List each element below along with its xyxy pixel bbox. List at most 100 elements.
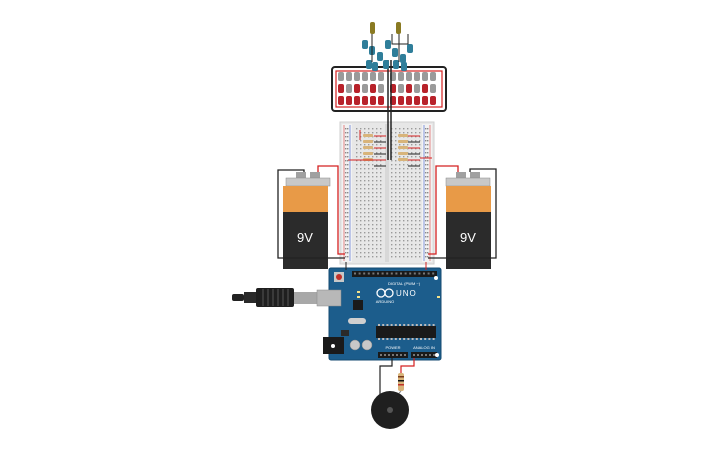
battery-right[interactable]: 9V [445, 172, 491, 269]
hole [395, 256, 397, 258]
hole [395, 152, 397, 154]
led [398, 72, 404, 81]
hole [407, 220, 409, 222]
hole [360, 208, 362, 210]
led [338, 96, 344, 105]
led [422, 96, 428, 105]
top-leds[interactable] [362, 22, 413, 71]
hole [347, 180, 349, 182]
pin [407, 324, 410, 326]
hole [403, 144, 405, 146]
buzzer-circuit[interactable] [371, 358, 415, 429]
hole [364, 196, 366, 198]
hole [376, 132, 378, 134]
hole [364, 252, 366, 254]
pin [386, 272, 389, 275]
hole [399, 144, 401, 146]
hole [368, 240, 370, 242]
hole [395, 232, 397, 234]
hole [425, 184, 427, 186]
hole [360, 256, 362, 258]
hole [364, 200, 366, 202]
hole [356, 236, 358, 238]
ridge [272, 289, 274, 306]
pin [386, 324, 389, 326]
hole [427, 220, 429, 222]
hole [380, 164, 382, 166]
pin [420, 338, 422, 340]
hole [360, 176, 362, 178]
pin [354, 272, 356, 275]
hole [356, 152, 358, 154]
hole [419, 144, 421, 146]
led [370, 72, 376, 81]
hole [407, 172, 409, 174]
hole [415, 212, 417, 214]
logo-infinity-right [384, 288, 394, 298]
led-blue [407, 44, 413, 53]
hole [425, 244, 427, 246]
hole [395, 220, 397, 222]
hole [411, 252, 413, 254]
hole [372, 228, 374, 230]
hole [395, 244, 397, 246]
hole [347, 256, 349, 258]
hole [380, 180, 382, 182]
hole [345, 256, 347, 258]
hole [360, 216, 362, 218]
hole [407, 196, 409, 198]
pin [415, 338, 418, 340]
hole [427, 200, 429, 202]
hole [368, 244, 370, 246]
hole [345, 216, 347, 218]
led [430, 96, 436, 105]
hole [380, 232, 382, 234]
hole [415, 176, 417, 178]
hole [380, 136, 382, 138]
hole [407, 132, 409, 134]
hole [391, 160, 393, 162]
resistor [398, 140, 408, 143]
led [414, 72, 420, 81]
hole [356, 244, 358, 246]
hole [391, 240, 393, 242]
hole [380, 204, 382, 206]
hole [427, 244, 429, 246]
hole [360, 204, 362, 206]
hole [364, 240, 366, 242]
hole [399, 172, 401, 174]
hole [403, 180, 405, 182]
hole [399, 128, 401, 130]
resistor [363, 140, 373, 143]
pin [372, 272, 375, 275]
hole [403, 188, 405, 190]
hole [356, 212, 358, 214]
hole [360, 136, 362, 138]
hole [364, 144, 366, 146]
hole [380, 212, 382, 214]
led-array[interactable] [331, 60, 447, 112]
breadboard[interactable] [339, 112, 435, 265]
hole [345, 128, 347, 130]
hole [356, 228, 358, 230]
breadboard-resistors [363, 134, 408, 161]
usb-cable[interactable] [232, 288, 317, 307]
hole [368, 252, 370, 254]
hole [391, 192, 393, 194]
buzzer-resistor [398, 373, 404, 391]
hole [380, 184, 382, 186]
hole [415, 152, 417, 154]
hole [364, 248, 366, 250]
arduino-uno[interactable]: DIGITAL (PWM ~) ARDUINO UNO POWER ANAL [316, 267, 442, 361]
hole [345, 248, 347, 250]
hole [368, 196, 370, 198]
hole [345, 212, 347, 214]
hole [360, 140, 362, 142]
resistor [363, 134, 373, 137]
hole [372, 164, 374, 166]
hole [399, 180, 401, 182]
battery-left[interactable]: 9V [283, 172, 331, 269]
hole [407, 156, 409, 158]
hole [360, 228, 362, 230]
hole [360, 220, 362, 222]
